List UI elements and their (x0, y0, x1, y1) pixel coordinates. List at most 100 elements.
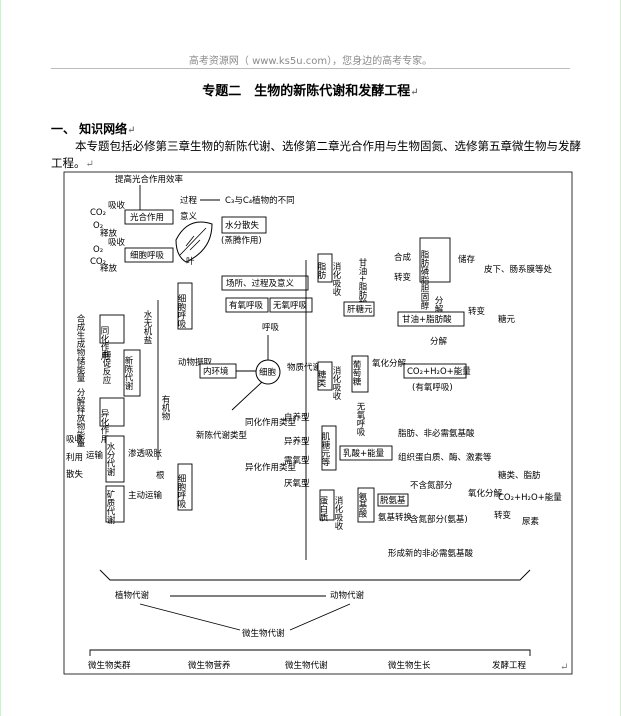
box-muscle-glycogen (321, 425, 337, 471)
label-assimilation: 同化作用 (99, 326, 109, 361)
label-microbe-growth: 微生物生长 (388, 660, 431, 671)
arrow (139, 603, 241, 631)
label-fat: 脂肪 (316, 261, 326, 280)
bottom-bracket (89, 649, 531, 656)
label-carbs: 糖类 (316, 369, 326, 388)
leaf-icon (175, 221, 213, 263)
paragraph-mark: ↵ (85, 159, 94, 170)
label-co2-energy: CO₂+H₂O+能量 (498, 492, 562, 503)
label-microbe-metab: 微生物代谢 (242, 628, 285, 639)
label-microbe-nutrition: 微生物营养 (188, 660, 231, 671)
box-dissimilation (99, 397, 125, 427)
label-c3c4: C₃与C₄植物的不同 (225, 195, 295, 206)
box-cell-respiration-lower (177, 463, 193, 511)
document-title: 专题二 生物的新陈代谢和发酵工程↵ (1, 80, 620, 99)
label-convert-urea: 转变 (494, 510, 512, 521)
label-plant-metab: 植物代谢 (115, 590, 150, 601)
label-osmosis: 渗透吸胀 (128, 448, 163, 459)
label-oxidative: 氧化分解 (468, 488, 503, 499)
label-aerobic-resp: (有氧呼吸) (412, 382, 453, 393)
label-microbe-metabolism: 微生物代谢 (285, 660, 328, 671)
label-glycerol-2: 甘油+脂肪酸 (402, 314, 452, 325)
label-mineral-metabolism: 矿质代谢 (105, 489, 115, 524)
label-sugar-fat: 糖类、脂肪 (498, 470, 541, 481)
label-lactic: 乳酸+能量 (343, 448, 385, 459)
label-glycerol: 甘油+脂肪酸 (357, 257, 367, 308)
label-o2-2: O₂ (93, 245, 103, 255)
label-improve-efficiency: 提高光合作用效率 (115, 174, 184, 185)
arrow (231, 381, 263, 411)
box-lactic (339, 445, 393, 461)
label-material-metabolism: 物质代谢 (287, 362, 322, 373)
label-convert-fat: 转变 (394, 272, 412, 283)
label-cell-respiration: 细胞呼吸 (130, 250, 165, 261)
box-mineral-metabolism (105, 485, 125, 523)
label-release-2: 释放 (100, 263, 118, 274)
label-active-transport: 主动运输 (128, 490, 163, 501)
label-release: 释放 (100, 228, 118, 239)
paragraph-mark: ↵ (127, 125, 136, 136)
box-water-loss (221, 216, 267, 234)
label-absorb-2: 吸收 (108, 237, 126, 248)
label-storage: 储存 (458, 254, 476, 265)
label-site-process: 场所、过程及意义 (226, 278, 295, 289)
label-oxidative-decomp-2: 分解 (430, 336, 448, 347)
label-metabolism-types: 新陈代谢类型 (196, 430, 248, 441)
label-liver-glycogen: 肝糖元 (347, 304, 373, 315)
intro-text: 本专题包括必修第三章生物的新陈代谢、选修第二章光合作用与生物固氮、选修第五章微生… (51, 139, 581, 170)
label-respiration: 呼吸 (262, 322, 280, 333)
box-cell-respiration-vertical (177, 282, 193, 330)
box-water-metabolism (105, 435, 125, 483)
label-organize: 组织蛋白质、酶、激素等 (398, 452, 492, 463)
arrow (289, 603, 351, 631)
label-co2-h2o: CO₂+H₂O+能量 (407, 366, 471, 377)
label-anaerobic: 无氧呼吸 (273, 300, 308, 311)
label-new-nonessential: 形成新的非必需氨基酸 (388, 548, 474, 559)
section-heading: 一、 知识网络↵ (51, 120, 136, 137)
label-heterotroph: 异养型 (284, 436, 310, 447)
box-photosynthesis (124, 209, 174, 225)
label-cell: 细胞 (259, 367, 277, 378)
label-decompose-fat: 分解 (433, 296, 443, 314)
label-co2-2: CO₂ (90, 257, 106, 267)
end-paragraph-mark: ↵ (560, 662, 569, 673)
label-convert-sugar: 转变 (468, 306, 486, 317)
label-root: 根 (156, 470, 165, 481)
label-meaning: 意义 (180, 211, 198, 222)
label-fat-group: 脂肪磷脂胆固醇 (419, 249, 429, 310)
box-liver-glycogen (343, 301, 375, 317)
title-text: 专题二 生物的新陈代谢和发酵工程 (202, 84, 411, 99)
label-leaf: 叶 (186, 257, 195, 267)
box-carbs (317, 361, 333, 391)
box-fat (317, 253, 333, 283)
cell-circle (255, 359, 281, 385)
label-digest-carbs: 消化吸收 (331, 365, 341, 401)
label-protein: 蛋白质 (318, 496, 328, 522)
label-nonessential: 脂肪、非必需氨基酸 (398, 428, 475, 439)
label-n-part: 含氮部分(氨基) (410, 514, 468, 525)
label-water-salt: 水无机盐 (142, 309, 152, 344)
label-autotroph: 自养型 (284, 412, 310, 423)
box-cell-respiration (124, 247, 174, 263)
label-cell-resp-vertical: 细胞呼吸 (176, 293, 186, 329)
box-anaerobic (269, 297, 313, 313)
header-rule (51, 68, 570, 69)
label-microbe-groups: 微生物类群 (88, 660, 131, 671)
label-transamination: 氨基转换 (378, 512, 413, 523)
label-glucose: 葡萄糖 (351, 359, 361, 386)
label-assim-types: 同化作用类型 (245, 417, 297, 428)
label-absorb: 吸收 (108, 200, 126, 211)
label-absorb-water: 吸收 (66, 434, 84, 445)
label-urea: 尿素 (522, 516, 540, 527)
label-digest-protein: 消化吸收 (333, 495, 343, 531)
label-o2: O₂ (93, 221, 103, 231)
label-internal-env: 内环境 (203, 366, 229, 377)
label-n-free: 不含氮部分 (410, 480, 453, 491)
box-aerobic (225, 297, 269, 313)
paragraph-mark: ↵ (410, 87, 419, 98)
box-deamination (377, 493, 409, 507)
label-enzyme-reaction: 酶促反应 (101, 349, 111, 385)
box-glycerol-2 (397, 311, 465, 327)
label-sugar: 糖元 (498, 314, 516, 325)
